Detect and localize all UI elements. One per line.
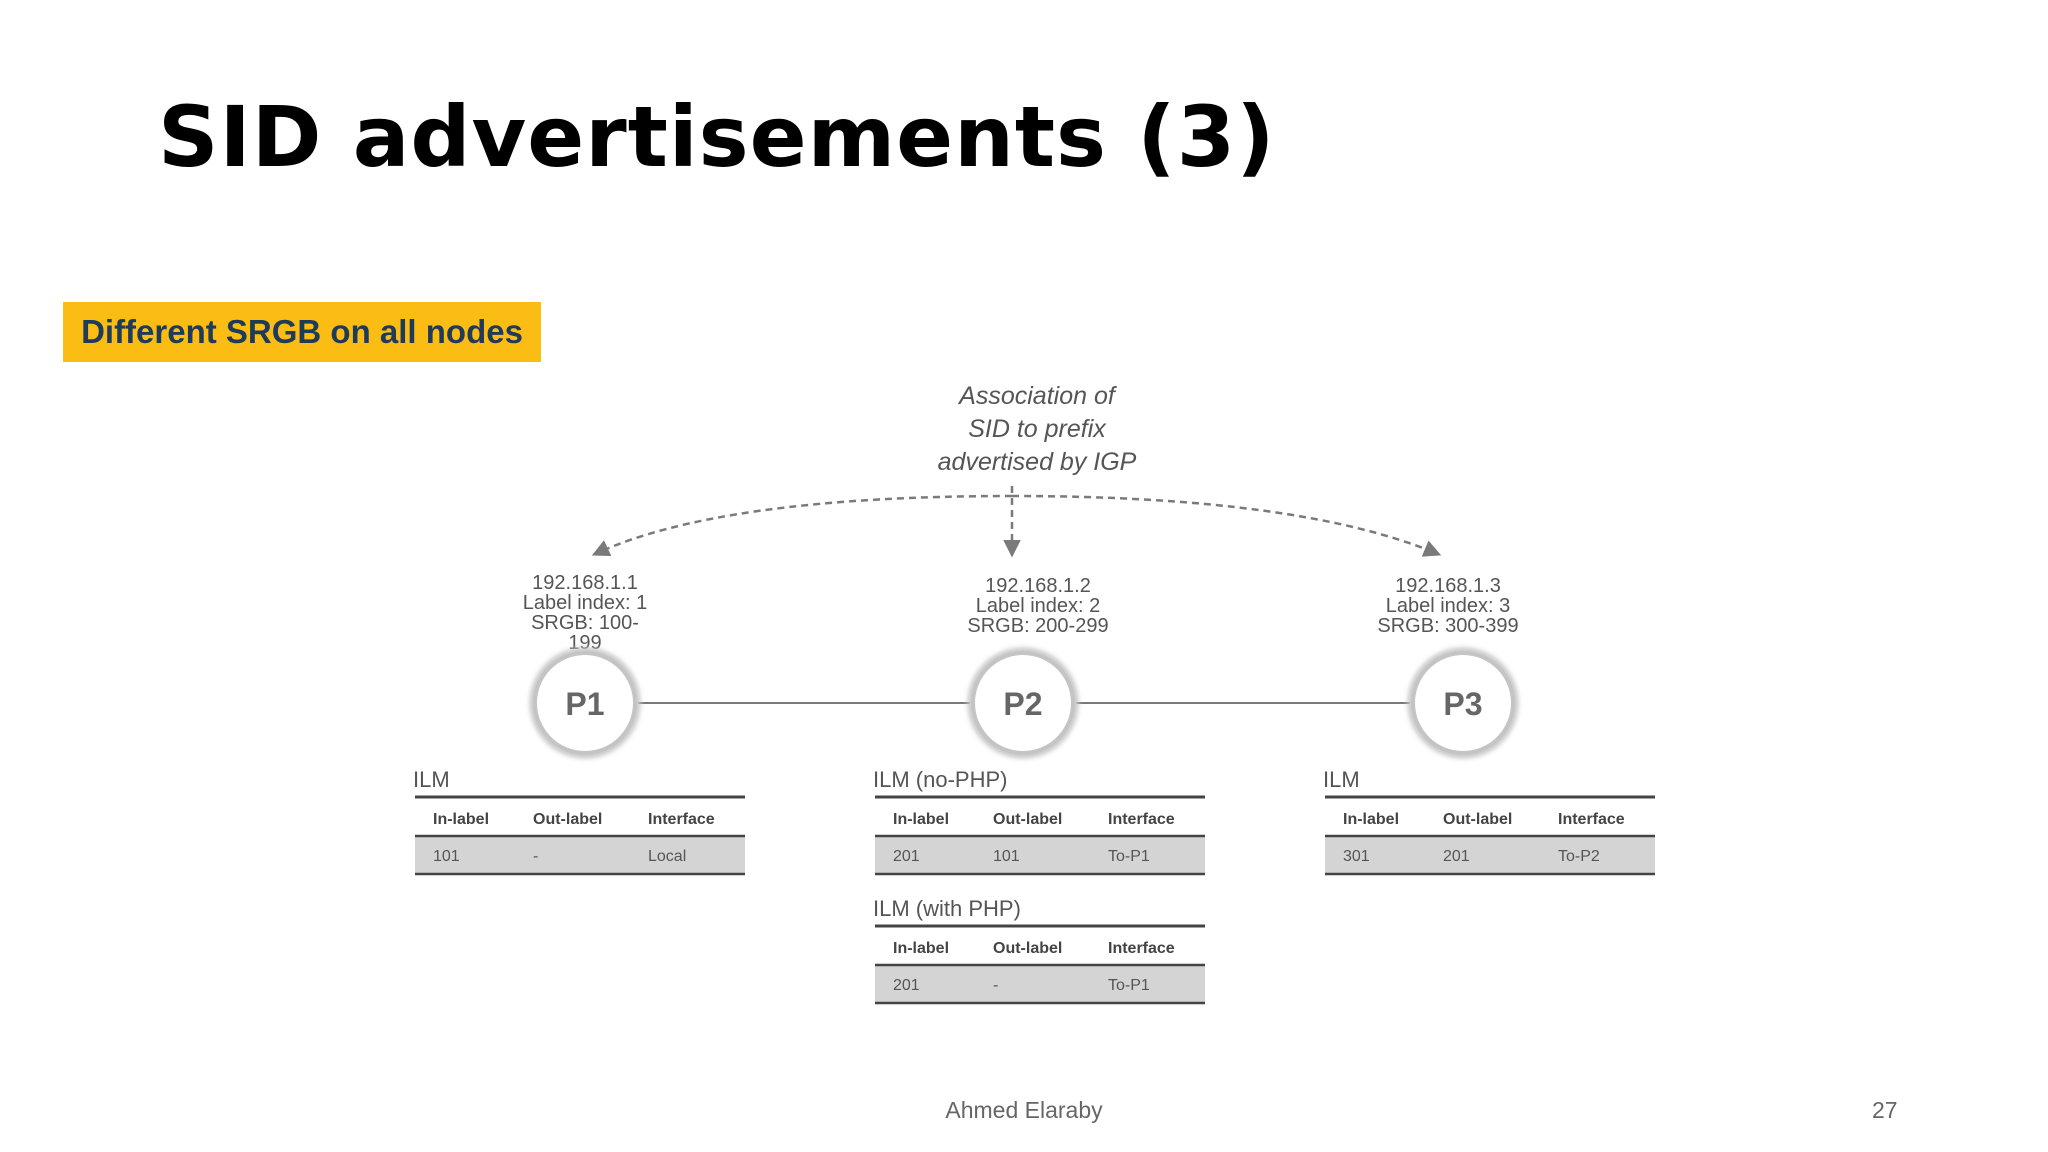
association-line: SID to prefix [968,415,1107,443]
slide-title: SID advertisements (3) [158,88,1276,186]
table-cell: 201 [893,848,920,865]
table-cell: 101 [993,848,1020,865]
association-line: advertised by IGP [938,448,1137,476]
table-caption: ILM [413,767,450,792]
table-cell: To-P1 [1108,977,1150,994]
dashed-arrow-to-p1 [591,494,1013,557]
node-p3: P3 [1407,647,1519,759]
table-header: Out-label [1443,811,1512,828]
table-header: Interface [1558,811,1625,828]
node-label: P3 [1443,686,1482,722]
table-header: In-label [893,940,949,957]
table-cell: 101 [433,848,460,865]
page-number: 27 [1872,1097,1898,1123]
table-caption: ILM (no-PHP) [873,767,1007,792]
node-p2: P2 [967,647,1079,759]
table-header: Out-label [993,811,1062,828]
node-info-line: 192.168.1.1 [532,572,638,594]
table-header: Out-label [533,811,602,828]
association-line: Association of [957,382,1118,410]
node-p1: P1 [529,647,641,759]
node-info-line: Label index: 1 [523,592,648,614]
table-cell: To-P2 [1558,848,1600,865]
table-header: In-label [893,811,949,828]
table-header: In-label [1343,811,1399,828]
table-cell: Local [648,848,686,865]
ilm-table-p3: ILM In-label Out-label Interface 301 201… [1323,767,1655,876]
table-header: In-label [433,811,489,828]
node-info-line: 192.168.1.2 [985,575,1091,597]
table-cell: To-P1 [1108,848,1150,865]
dashed-arrow-to-p3 [1011,494,1442,557]
node-info-line: SRGB: 100- [531,612,639,634]
table-cell: 301 [1343,848,1370,865]
node-info-line: Label index: 3 [1386,595,1511,617]
ilm-table-p2-no-php: ILM (no-PHP) In-label Out-label Interfac… [873,767,1205,876]
footer-author: Ahmed Elaraby [945,1097,1103,1123]
table-caption: ILM [1323,767,1360,792]
ilm-table-p2-with-php: ILM (with PHP) In-label Out-label Interf… [873,896,1205,1005]
table-header: Out-label [993,940,1062,957]
node-info-line: Label index: 2 [976,595,1101,617]
node-info-line: SRGB: 300-399 [1377,615,1518,637]
ilm-table-p1: ILM In-label Out-label Interface 101 - L… [413,767,745,876]
node-info-line: 192.168.1.3 [1395,575,1501,597]
table-caption: ILM (with PHP) [873,896,1021,921]
table-header: Interface [1108,940,1175,957]
table-header: Interface [648,811,715,828]
node-label: P1 [565,686,604,722]
table-cell: 201 [1443,848,1470,865]
table-cell: 201 [893,977,920,994]
table-cell: - [533,848,538,865]
table-header: Interface [1108,811,1175,828]
node-info-line: SRGB: 200-299 [967,615,1108,637]
table-cell: - [993,977,998,994]
node-label: P2 [1003,686,1042,722]
srgb-badge: Different SRGB on all nodes [63,302,541,362]
